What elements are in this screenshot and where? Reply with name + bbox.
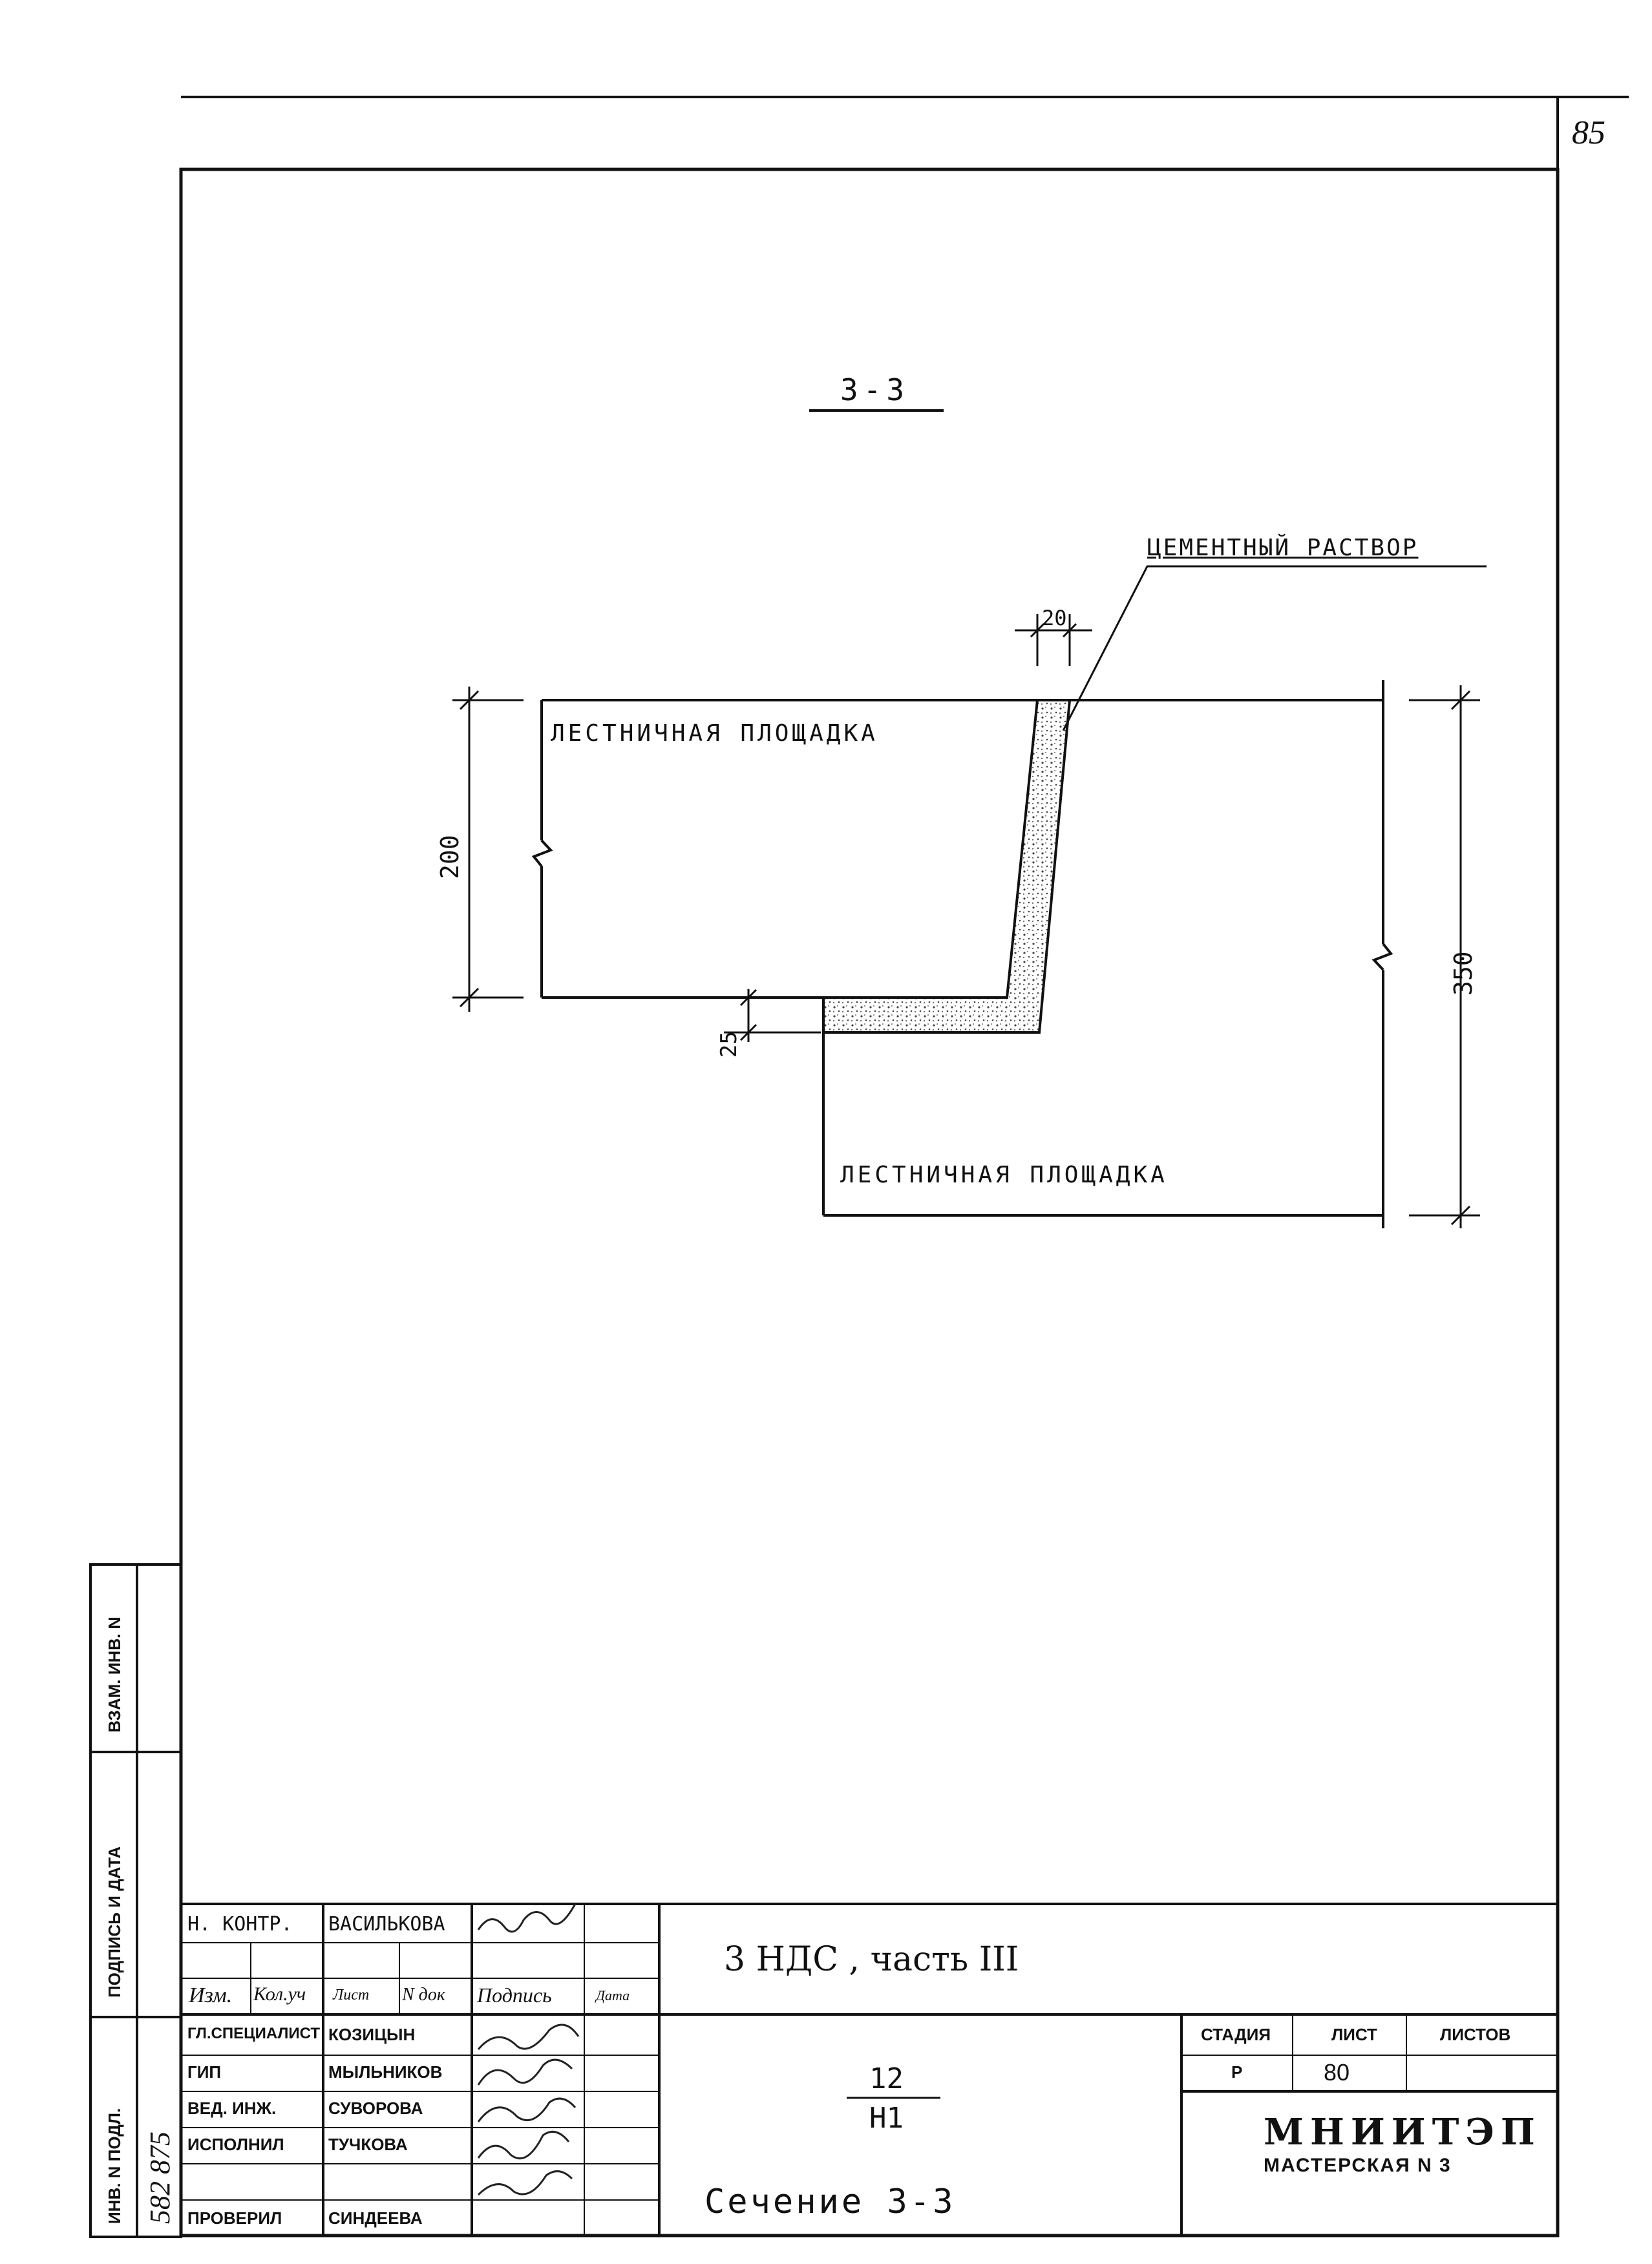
lower-landing-slab <box>822 680 1393 1228</box>
title-block-grid <box>181 1903 1558 2236</box>
signature-vasilkova <box>477 1903 577 1933</box>
sheet-label: ЛИСТ <box>1331 2025 1377 2044</box>
role-gip: ГИП <box>187 2062 222 2082</box>
role-gl-spec: ГЛ.СПЕЦИАЛИСТ <box>187 2025 320 2042</box>
stage-value: Р <box>1231 2062 1243 2082</box>
signature-suvorova <box>477 2097 577 2122</box>
role-proveril: ПРОВЕРИЛ <box>187 2208 282 2228</box>
dim-25-lines <box>724 988 821 1042</box>
sheets-label: ЛИСТОВ <box>1440 2025 1511 2044</box>
side-stamp-inv-number: 582 875 <box>144 2131 176 2224</box>
sheet-title: Сечение 3-3 <box>704 2183 956 2221</box>
n-kontr-name: ВАСИЛЬКОВА <box>328 1913 445 1936</box>
upper-landing-label: ЛЕСТНИЧНАЯ ПЛОЩАДКА <box>551 720 878 747</box>
name-suvorova: СУВОРОВА <box>328 2098 423 2118</box>
name-mylnikov: МЫЛЬНИКОВ <box>328 2062 443 2082</box>
drawing-code-top: 12 <box>869 2062 904 2095</box>
cement-mortar-joint <box>822 699 1072 1034</box>
stage-label: СТАДИЯ <box>1201 2025 1271 2044</box>
organization-name: МНИИТЭП <box>1264 2111 1541 2153</box>
col-list: Лист <box>333 1987 370 2003</box>
section-title: 3-3 <box>840 372 910 407</box>
sheet-value: 80 <box>1324 2059 1350 2086</box>
name-tuchkova: ТУЧКОВА <box>328 2135 408 2154</box>
col-kol-uch: Кол.уч <box>253 1983 306 2005</box>
col-data: Дата <box>596 1987 630 2003</box>
mortar-leader-line <box>1062 565 1487 731</box>
sheet-frame <box>179 167 1560 2237</box>
dim-350-lines <box>1409 685 1480 1228</box>
signature-kozitsyn <box>477 2024 580 2050</box>
side-stamp-frame <box>89 1563 182 2238</box>
role-ved-inzh: ВЕД. ИНЖ. <box>187 2098 277 2118</box>
dim-350-value: 350 <box>1449 951 1477 996</box>
dim-25-value: 25 <box>716 1031 742 1058</box>
name-kozitsyn: КОЗИЦЫН <box>328 2025 416 2044</box>
dim-20-lines <box>1015 614 1092 666</box>
role-ispolnil: ИСПОЛНИЛ <box>187 2135 284 2154</box>
drawing-code-bottom: Н1 <box>869 2102 904 2135</box>
side-stamp-podpis-data: ПОДПИСЬ И ДАТА <box>105 1846 124 1998</box>
signature-mylnikov <box>477 2058 573 2086</box>
col-podpis: Подпись <box>477 1983 552 2007</box>
col-izm: Изм. <box>189 1983 233 2007</box>
page-number: 85 <box>1572 114 1605 151</box>
col-n-dok: N док <box>402 1985 445 2005</box>
dim-200-value: 200 <box>436 835 464 879</box>
side-stamp-inv-podl: ИНВ. N ПОДЛ. <box>105 2108 124 2224</box>
name-sindeeva: СИНДЕЕВА <box>328 2208 423 2228</box>
project-title: 3 НДС , часть III <box>724 1940 1019 1979</box>
signature-sindeeva <box>477 2170 573 2196</box>
n-kontr-role: Н. КОНТР. <box>187 1913 293 1936</box>
signature-tuchkova <box>477 2130 570 2160</box>
workshop-name: МАСТЕРСКАЯ N 3 <box>1264 2155 1452 2176</box>
dim-200-lines <box>452 687 524 1012</box>
signatures <box>477 1903 580 2196</box>
mortar-label: ЦЕМЕНТНЫЙ РАСТВОР <box>1147 535 1419 561</box>
lower-landing-label: ЛЕСТНИЧНАЯ ПЛОЩАДКА <box>840 1162 1168 1188</box>
dim-20-value: 20 <box>1042 606 1067 630</box>
side-stamp-vzam-inv: ВЗАМ. ИНВ. N <box>105 1616 124 1733</box>
